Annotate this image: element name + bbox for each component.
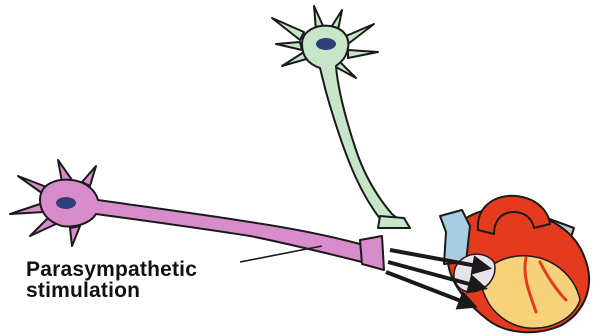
- lower-neuron-icon: [10, 160, 384, 270]
- label-stimulation: stimulation: [26, 280, 140, 302]
- label-parasympathetic: Parasympathetic: [26, 259, 197, 281]
- upper-neuron-icon: [272, 6, 410, 228]
